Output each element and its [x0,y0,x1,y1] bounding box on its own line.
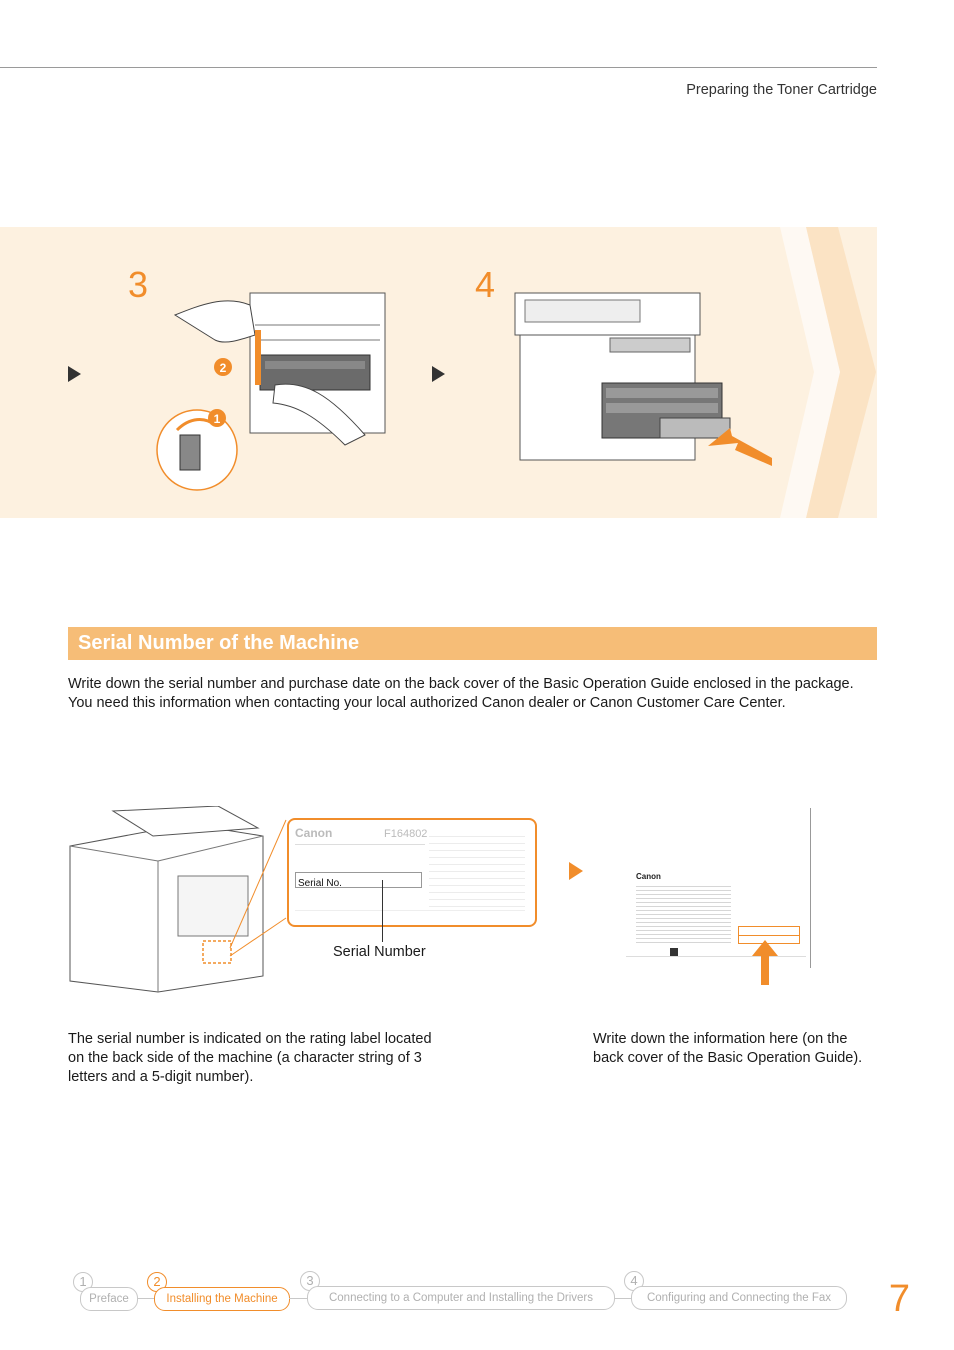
label-brand: Canon [295,826,333,840]
nav-connector [289,1298,307,1299]
callout-1-icon [208,409,226,427]
caption-right: Write down the information here (on the … [593,1031,863,1066]
step-4-number: 4 [475,264,496,305]
label-rule [295,844,425,845]
chevron-decoration [778,227,876,518]
label-fineprint [429,830,525,910]
guide-back-cover: Canon [622,808,811,968]
arrow-up-icon [752,940,778,985]
page-number: 7 [888,1278,910,1320]
printer-drawer-illustration [514,292,772,466]
callout-2-icon [214,358,232,376]
svg-text:2: 2 [220,361,227,375]
arrow-right-icon [569,862,583,880]
caption-left: The serial number is indicated on the ra… [68,1031,432,1085]
page-section-title: Preparing the Toner Cartridge [686,82,877,98]
machine-back-illustration [69,806,264,993]
serial-pointer-line [382,880,383,942]
header-rule [0,67,877,68]
qr-code-icon [670,948,678,956]
rating-label-callout: Canon F164802 Serial No. [287,818,537,927]
serial-number-callout: Serial Number [333,944,426,960]
nav-tab-connecting[interactable]: Connecting to a Computer and Installing … [307,1286,615,1310]
section-title: Serial Number of the Machine [78,632,360,654]
section-body: Write down the serial number and purchas… [68,676,854,711]
nav-connector [137,1298,155,1299]
nav-tab-installing[interactable]: Installing the Machine [154,1287,290,1311]
svg-text:1: 1 [214,412,221,426]
guide-footer-rule [626,956,806,957]
section-header-bar [68,627,877,660]
guide-brand: Canon [636,872,661,881]
toner-insert-illustration: 2 1 [156,292,386,491]
nav-tab-fax[interactable]: Configuring and Connecting the Fax [631,1286,847,1310]
guide-entry-box [738,926,800,944]
arrow-right-icon [432,366,445,382]
nav-tab-preface[interactable]: Preface [80,1287,138,1311]
guide-fineprint [636,883,731,945]
step-3-number: 3 [128,264,149,305]
label-serial-field: Serial No. [295,872,422,889]
arrow-right-icon [68,366,81,382]
label-serial-text: Serial No. [298,878,342,889]
label-rule-bottom [295,910,525,911]
leader-lines [229,819,287,957]
label-model: F164802 [384,828,428,840]
nav-connector [614,1298,632,1299]
